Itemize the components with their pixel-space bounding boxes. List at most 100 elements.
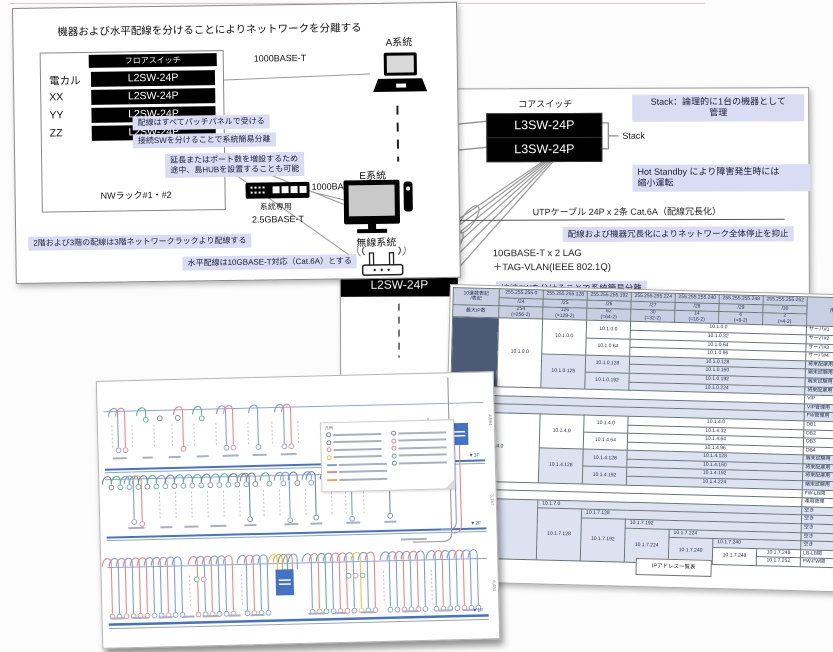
wire-drop [257,554,269,610]
legend-text-bar [398,445,447,450]
micro-label-bar [210,524,227,528]
legend-line-sample [327,478,338,481]
l2-switch-2: L2SW-24P [91,88,216,105]
micro-label-bar [128,526,145,530]
bus-line [103,401,484,413]
outlet-circle [123,613,130,620]
outlet-circle [115,447,122,454]
outlet-circle [198,415,205,422]
dimension-label: 6,451 [492,580,497,592]
legend-item [326,438,386,445]
wire-drop [129,557,142,613]
wire-drop [101,558,114,614]
wire-drop [364,551,376,608]
table-cell: 10.1.4.0 [583,414,629,434]
outlet-circle [142,416,149,423]
outlet-circle [255,444,262,450]
wire-drop [343,552,355,608]
legend-item [326,431,386,438]
table-caption: IPアドレス一覧表 [635,557,712,577]
legend-outlet-icon [391,445,397,451]
outlet-circle [131,519,138,525]
divider-dash [153,424,155,447]
wire-drop [453,549,465,605]
micro-label-bar [160,526,173,529]
micro-label-bar [228,614,241,617]
wire-drop [209,473,220,483]
divider-dash [305,488,307,515]
legend-outlet-icon [391,438,397,444]
outlet-circle [180,445,187,452]
table-cell: 10.1.0.0 [496,318,543,389]
micro-label-bar [438,609,453,612]
table-cell: 10.1.7.192 [580,518,626,563]
micro-label-bar [346,521,361,524]
wire-drop [329,552,341,609]
wire-drop [192,405,203,416]
legend-item [326,446,386,453]
dimension-label: 3,157 [490,494,495,506]
wire-drop [164,474,175,484]
legend-item [391,444,447,451]
legend-text-bar [398,453,447,457]
divider-dash [207,491,209,518]
divider-dash [171,424,173,447]
table-cell: 254 (=256-2) [498,305,543,320]
legend-text-bar [333,447,382,451]
wire-drop [308,553,320,609]
wire-drop [191,473,202,483]
note-stack: Stack：論理的に1台の機器として 管理 [632,94,805,122]
legend-text-bar [398,438,447,442]
micro-label-bar [158,616,173,619]
outlet-circle [422,606,429,612]
wire-drop [143,557,156,613]
wire-drop [357,551,369,608]
legend-item [327,476,388,482]
outlet-circle [288,443,295,449]
outlet-circle [162,483,169,490]
page-floor-switch: 機器および水平配線を分けることによりネットワークを分離する フロアスイッチ 電カ… [12,1,461,284]
table-cell: 10.1.0.128 [540,353,586,390]
table-cell: 2 (=4-2) [762,312,807,327]
link1-label: 1000BASE-T [253,52,307,64]
legend-line-sample [326,463,337,466]
wire-drop [272,553,283,570]
wire-drop [110,475,121,485]
divider-dash [363,487,365,514]
outlet-circle [180,482,187,489]
legend-outlet-icon [326,432,332,438]
outlet-circle [126,484,133,490]
micro-label-bar [182,615,195,618]
divider-dash [175,491,177,518]
table-cell: 10.1.0.0 [586,320,631,339]
micro-label-bar [334,611,347,615]
legend-line-sample [327,471,338,474]
wire-drop [414,550,426,606]
legend-fold-corner [445,479,455,489]
micro-label-bar [184,525,199,528]
outlet-circle [198,482,205,489]
outlet-circle [151,612,158,619]
table-cell: 10.1.0.64 [585,337,631,356]
divider-dash [131,425,133,448]
micro-label-bar [462,608,475,612]
table-cell: 14 (=16-2) [674,310,719,324]
wire-drop [277,553,288,570]
wire-drop [379,551,391,607]
outlet-circle [144,483,151,490]
wire-drop [115,407,126,448]
wire-drop [216,405,227,445]
outlet-circle [308,479,315,486]
bus-line [106,527,487,539]
micro-label-bar [384,520,397,523]
wire-drop [287,471,298,481]
wire-drop [243,554,255,611]
bus-line [108,618,489,630]
divider-dash [431,569,433,602]
divider-dash [383,570,385,603]
wire-drop [400,550,412,607]
outlet-circle [234,481,241,488]
wire-drop [245,472,256,482]
outlet-circle [359,572,366,579]
wire-drop [273,471,284,481]
